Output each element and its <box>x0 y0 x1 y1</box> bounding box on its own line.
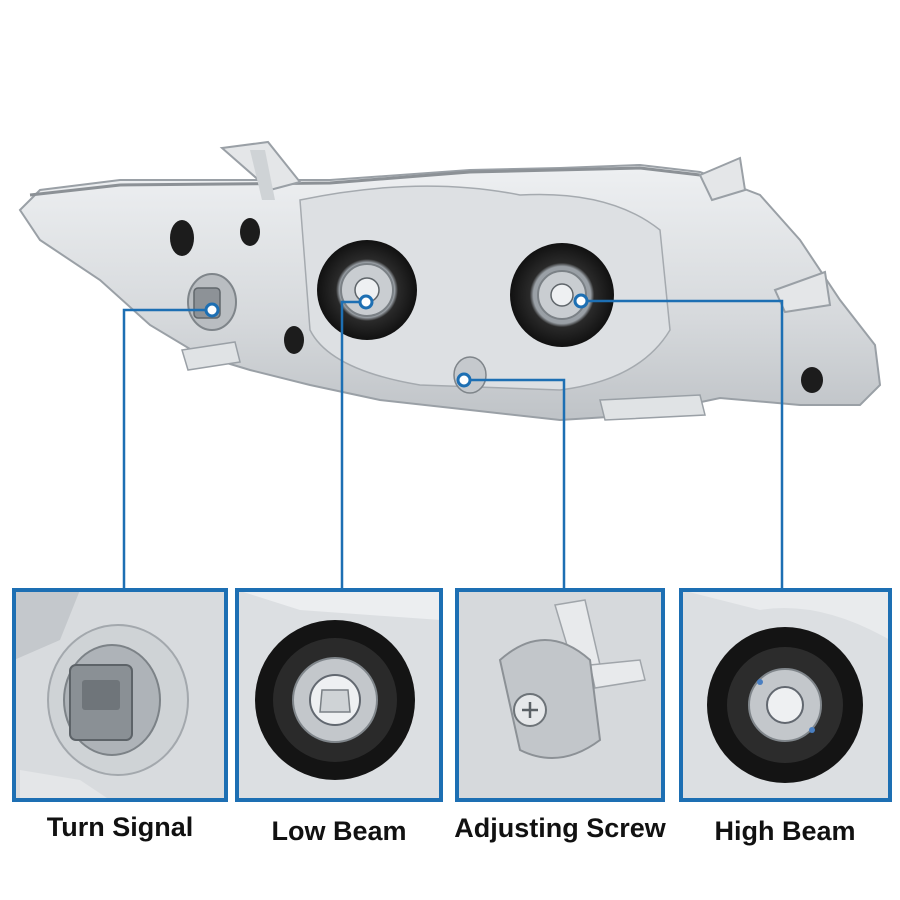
turn-signal-label: Turn Signal <box>46 812 194 842</box>
adjusting-screw-callout-dot <box>456 372 472 388</box>
high-beam-detail-panel <box>679 588 892 802</box>
high-beam-label: High Beam <box>714 816 856 846</box>
callout-dots <box>204 293 589 388</box>
turn-signal-detail-panel <box>12 588 228 802</box>
turn-signal-callout-dot <box>204 302 220 318</box>
adjusting-screw-label: Adjusting Screw <box>454 813 666 843</box>
low-beam-label: Low Beam <box>271 816 407 846</box>
headlight-housing <box>18 140 882 422</box>
callout-leader-lines <box>122 299 784 590</box>
low-beam-detail-panel <box>235 588 443 802</box>
high-beam-callout-dot <box>573 293 589 309</box>
low-beam-callout-dot <box>358 294 374 310</box>
adjusting-screw-detail-panel <box>455 588 665 802</box>
